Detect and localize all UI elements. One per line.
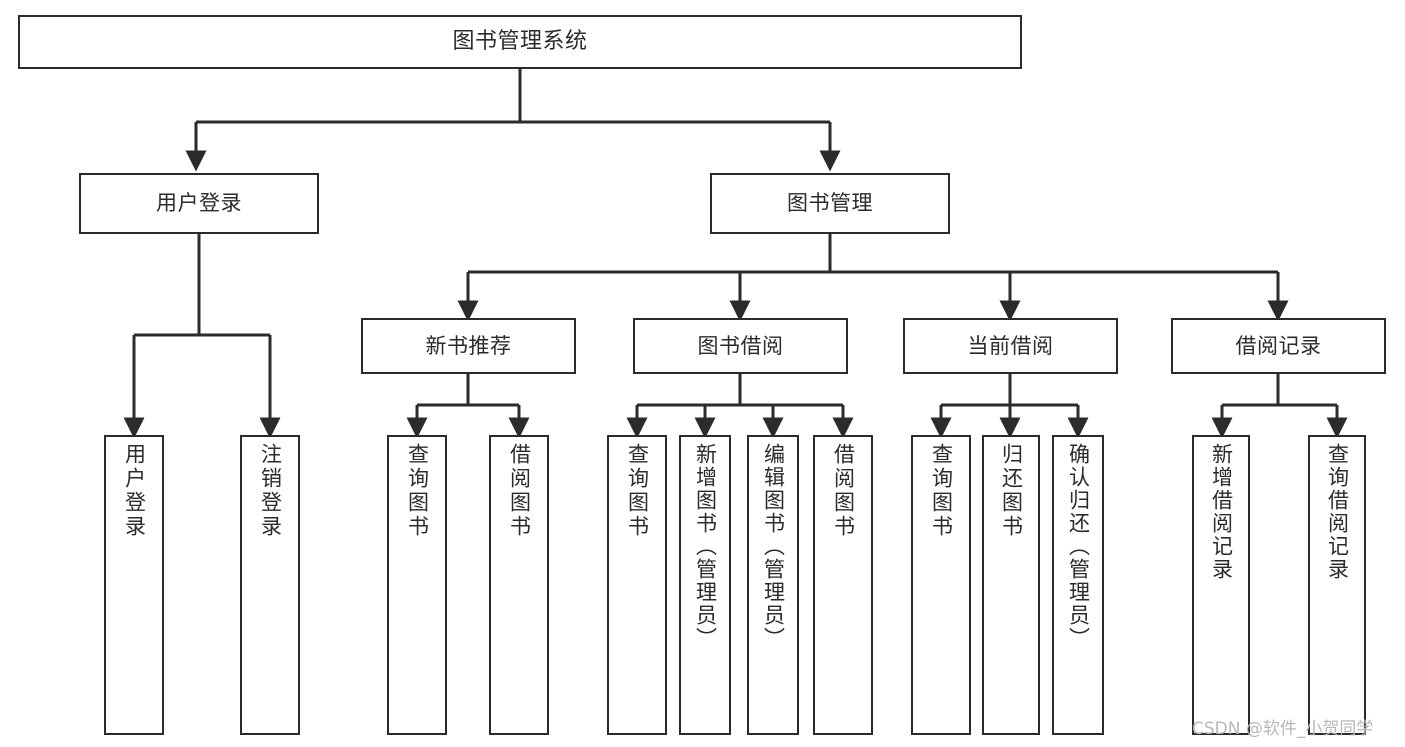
node-book-manage[interactable]: 图书管理 xyxy=(710,173,950,234)
leaf-confirm-return[interactable]: 确认归还（管理员） xyxy=(1052,435,1104,735)
node-book-borrow[interactable]: 图书借阅 xyxy=(633,318,848,374)
node-label: 确认归还（管理员） xyxy=(1066,443,1091,650)
node-label: 图书管理 xyxy=(787,191,873,216)
leaf-logout-login[interactable]: 注销登录 xyxy=(240,435,300,735)
csdn-watermark: CSDN @软件_小贺同学 xyxy=(1192,719,1374,739)
node-label: 图书借阅 xyxy=(697,333,784,358)
leaf-user-login[interactable]: 用户登录 xyxy=(104,435,164,735)
node-label: 查询图书 xyxy=(625,443,650,539)
node-label: 当前借阅 xyxy=(967,333,1054,358)
node-label: 查询图书 xyxy=(929,443,954,539)
leaf-query-book-borrow[interactable]: 查询图书 xyxy=(607,435,667,735)
node-label: 借阅图书 xyxy=(507,443,532,539)
node-current-borrow[interactable]: 当前借阅 xyxy=(903,318,1118,374)
leaf-add-borrow-record[interactable]: 新增借阅记录 xyxy=(1192,435,1250,735)
node-label: 用户登录 xyxy=(156,191,242,216)
node-new-book-recommend[interactable]: 新书推荐 xyxy=(361,318,576,374)
leaf-return-book[interactable]: 归还图书 xyxy=(982,435,1040,735)
leaf-query-book-current[interactable]: 查询图书 xyxy=(911,435,971,735)
node-label: 查询图书 xyxy=(405,443,430,539)
node-root-system[interactable]: 图书管理系统 xyxy=(18,15,1022,69)
node-label: 新增图书（管理员） xyxy=(693,443,718,650)
node-borrow-record[interactable]: 借阅记录 xyxy=(1171,318,1386,374)
node-label: 借阅图书 xyxy=(831,443,856,539)
node-label: 借阅记录 xyxy=(1235,333,1322,358)
node-label: 注销登录 xyxy=(258,443,283,539)
node-label: 查询借阅记录 xyxy=(1325,443,1350,581)
leaf-query-borrow-record[interactable]: 查询借阅记录 xyxy=(1308,435,1366,735)
leaf-query-book-recommend[interactable]: 查询图书 xyxy=(387,435,447,735)
leaf-borrow-book-borrow[interactable]: 借阅图书 xyxy=(813,435,873,735)
node-label: 用户登录 xyxy=(122,443,147,539)
node-label: 编辑图书（管理员） xyxy=(761,443,786,650)
leaf-add-book[interactable]: 新增图书（管理员） xyxy=(679,435,731,735)
leaf-borrow-book-recommend[interactable]: 借阅图书 xyxy=(489,435,549,735)
node-label: 归还图书 xyxy=(999,443,1024,539)
node-label: 新增借阅记录 xyxy=(1209,443,1234,581)
node-label: 新书推荐 xyxy=(425,333,512,358)
leaf-edit-book[interactable]: 编辑图书（管理员） xyxy=(747,435,799,735)
node-label: 图书管理系统 xyxy=(452,29,588,55)
node-user-login[interactable]: 用户登录 xyxy=(79,173,319,234)
